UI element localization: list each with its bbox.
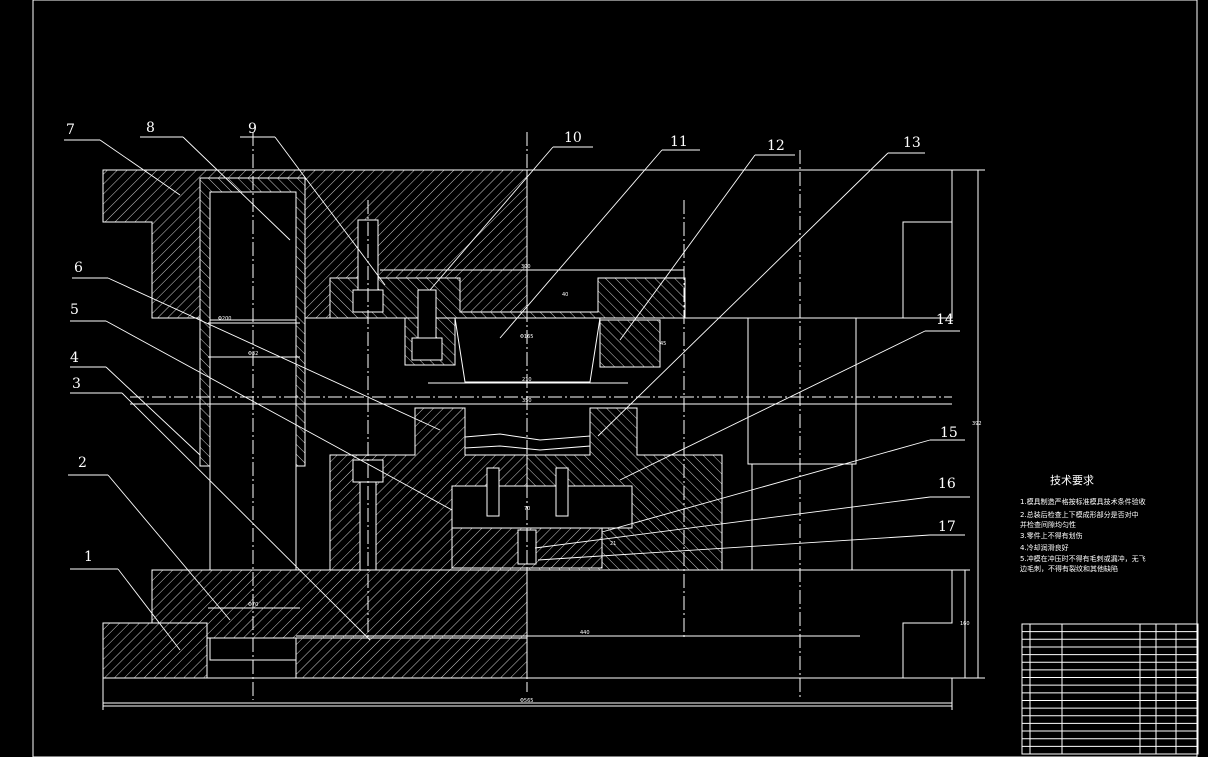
workpiece bbox=[464, 433, 591, 451]
part-label-12: 12 bbox=[767, 138, 785, 154]
dim-base-width: 440 bbox=[580, 630, 590, 636]
upper-die-plate bbox=[102, 169, 528, 319]
lower-die-base-left bbox=[102, 622, 208, 679]
lower-bolt-a bbox=[486, 467, 500, 517]
part-label-17: 17 bbox=[938, 519, 956, 535]
lower-die-base-right bbox=[526, 569, 953, 679]
lower-bolt-b bbox=[555, 467, 569, 517]
die-insert-right bbox=[599, 319, 661, 368]
part-label-15: 15 bbox=[940, 425, 958, 441]
sheet-border bbox=[32, 0, 1198, 757]
dim-cavity-width: 210 bbox=[522, 377, 532, 383]
upper-die-plate-right bbox=[526, 169, 953, 319]
part-label-1: 1 bbox=[84, 549, 93, 565]
dim-height-right: 160 bbox=[960, 621, 970, 627]
upper-bolt-2-head bbox=[411, 337, 443, 361]
dim-total-height: 392 bbox=[972, 421, 982, 427]
dim-top-width: 300 bbox=[521, 264, 531, 270]
part-label-7: 7 bbox=[66, 122, 75, 138]
ejector-core bbox=[451, 485, 633, 529]
dim-slot-depth: 40 bbox=[562, 292, 568, 298]
dim-mid-width: 350 bbox=[522, 398, 532, 404]
part-label-11: 11 bbox=[670, 134, 688, 150]
part-label-16: 16 bbox=[938, 476, 956, 492]
part-label-6: 6 bbox=[74, 260, 83, 276]
die-insert bbox=[454, 317, 601, 383]
dim-overall-w: Φ565 bbox=[520, 698, 533, 704]
part-label-14: 14 bbox=[936, 312, 954, 328]
dim-small-1: 70 bbox=[524, 506, 530, 512]
dim-punch-dia: Φ165 bbox=[520, 334, 533, 340]
dim-small-2: 21 bbox=[610, 541, 616, 547]
part-label-4: 4 bbox=[70, 350, 79, 366]
title-block bbox=[1021, 623, 1199, 755]
lower-spacer-right bbox=[751, 463, 853, 571]
part-label-8: 8 bbox=[146, 120, 155, 136]
dim-pin-top: Φ32 bbox=[248, 351, 258, 357]
requirement-item: 3.零件上不得有划伤 bbox=[1020, 531, 1083, 540]
part-label-5: 5 bbox=[70, 302, 79, 318]
dim-right-h: 45 bbox=[660, 341, 666, 347]
technical-requirements: 技术要求 1.模具制造严格按标准模具技术条件验收 2.总装后检查上下模成形部分是… bbox=[1020, 474, 1146, 573]
requirement-item: 5.冲模在冲压时不得有毛刺或漏冲，无飞 bbox=[1020, 554, 1146, 563]
requirement-item: 1.模具制造严格按标准模具技术条件验收 bbox=[1020, 497, 1146, 506]
part-labels: 7 8 9 10 11 12 13 6 5 4 3 2 1 bbox=[64, 120, 970, 651]
dim-left-dia: Φ200 bbox=[218, 316, 231, 322]
part-label-9: 9 bbox=[248, 121, 257, 137]
dim-pin-bottom: Φ70 bbox=[248, 602, 258, 608]
requirement-item: 并检查间隙均匀性 bbox=[1020, 520, 1076, 529]
lower-die-base-mid bbox=[295, 637, 528, 679]
upper-bolt-2 bbox=[417, 289, 437, 341]
requirements-title: 技术要求 bbox=[1050, 474, 1094, 487]
part-label-3: 3 bbox=[72, 376, 81, 392]
spacer-upper bbox=[902, 221, 953, 319]
requirement-item: 4.冷却润滑良好 bbox=[1020, 543, 1069, 552]
part-label-2: 2 bbox=[78, 455, 87, 471]
requirement-item: 2.总装后检查上下模成形部分是否对中 bbox=[1020, 510, 1139, 519]
part-label-10: 10 bbox=[564, 130, 582, 146]
requirement-item: 边毛刺，不得有裂纹和其他缺陷 bbox=[1020, 564, 1118, 573]
part-label-13: 13 bbox=[903, 135, 921, 151]
